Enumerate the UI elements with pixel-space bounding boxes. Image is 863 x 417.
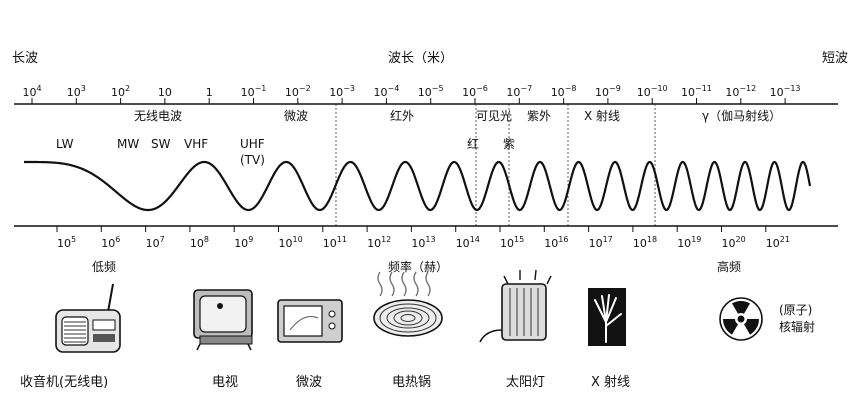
visible-red: 红 bbox=[467, 136, 479, 151]
frequency-tick-label: 1013 bbox=[411, 235, 435, 250]
wavelength-tick-label: 102 bbox=[111, 84, 130, 99]
wavelength-tick-label: 104 bbox=[22, 84, 41, 99]
band-ultraviolet: 紫外 bbox=[527, 109, 551, 123]
frequency-tick-label: 107 bbox=[146, 235, 165, 250]
wavelength-tick-label: 10−1 bbox=[241, 84, 267, 99]
wavelength-tick-label: 10−3 bbox=[329, 84, 355, 99]
wavelength-tick-label: 10−4 bbox=[374, 84, 400, 99]
low-frequency-label: 低频 bbox=[92, 260, 116, 274]
frequency-tick-label: 105 bbox=[57, 235, 76, 250]
frequency-tick-label: 1018 bbox=[633, 235, 657, 250]
frequency-axis-title: 频率（赫） bbox=[388, 259, 448, 274]
wavelength-tick-label: 103 bbox=[67, 84, 86, 99]
band-infrared: 红外 bbox=[390, 108, 414, 123]
microwave-caption: 微波 bbox=[296, 375, 322, 390]
high-frequency-label: 高频 bbox=[717, 259, 741, 274]
visible-violet: 紫 bbox=[503, 137, 515, 151]
radio-mw: MW bbox=[117, 137, 139, 151]
radio-tv: (TV) bbox=[240, 153, 265, 167]
band-gamma: γ（伽马射线） bbox=[702, 108, 781, 123]
atom-label-line2: 核辐射 bbox=[779, 319, 815, 334]
frequency-tick-label: 108 bbox=[190, 235, 209, 250]
frequency-tick-label: 1014 bbox=[456, 235, 480, 250]
wavelength-tick-label: 10−9 bbox=[595, 84, 621, 99]
frequency-tick-label: 1012 bbox=[367, 235, 391, 250]
wavelength-tick-label: 10−10 bbox=[637, 84, 668, 99]
radio-lw: LW bbox=[56, 137, 74, 151]
frequency-tick-label: 1010 bbox=[279, 235, 303, 250]
wavelength-axis-title: 波长（米） bbox=[388, 51, 453, 66]
wavelength-tick-label: 1 bbox=[206, 86, 213, 99]
frequency-tick-label: 1019 bbox=[677, 235, 701, 250]
band-radio: 无线电波 bbox=[134, 109, 182, 123]
stove-caption: 电热锅 bbox=[392, 374, 431, 390]
frequency-tick-label: 1015 bbox=[500, 235, 524, 250]
frequency-tick-label: 1017 bbox=[589, 235, 613, 250]
band-xray: X 射线 bbox=[584, 108, 620, 123]
radio-uhf: UHF bbox=[240, 137, 265, 151]
wavelength-tick-label: 10−12 bbox=[725, 84, 756, 99]
frequency-ticks: 105 106 107 108 109 1010 1011 1012 1013 1014 1015 1… bbox=[56, 226, 790, 250]
band-visible: 可见光 bbox=[476, 109, 512, 123]
frequency-tick-label: 1020 bbox=[722, 235, 746, 250]
wavelength-tick-label: 10−7 bbox=[506, 84, 532, 99]
wavelength-tick-label: 10−13 bbox=[770, 84, 801, 99]
xray-hand-icon bbox=[588, 288, 626, 346]
radio-icon bbox=[55, 283, 121, 353]
band-microwave: 微波 bbox=[284, 109, 308, 123]
frequency-tick-label: 1016 bbox=[544, 235, 568, 250]
wavelength-tick-label: 10−6 bbox=[462, 84, 488, 99]
xray-caption: X 射线 bbox=[591, 374, 630, 390]
electromagnetic-wave bbox=[24, 160, 812, 212]
radio-vhf: VHF bbox=[184, 137, 208, 151]
radio-sw: SW bbox=[151, 137, 171, 151]
radio-caption: 收音机(无线电) bbox=[20, 374, 108, 390]
wavelength-tick-label: 10−2 bbox=[285, 84, 311, 99]
tv-icon bbox=[193, 289, 253, 351]
frequency-tick-label: 109 bbox=[234, 235, 253, 250]
atom-label-line1: (原子) bbox=[779, 303, 812, 317]
radiation-symbol-icon bbox=[719, 297, 763, 341]
wavelength-tick-label: 10−8 bbox=[551, 84, 577, 99]
tv-caption: 电视 bbox=[212, 375, 238, 390]
sun-lamp-caption: 太阳灯 bbox=[506, 375, 545, 390]
wavelength-tick-label: 10−11 bbox=[681, 84, 712, 99]
microwave-oven-icon bbox=[277, 299, 343, 343]
wavelength-tick-label: 10 bbox=[158, 86, 172, 99]
band-separators bbox=[335, 104, 656, 226]
wavelength-tick-label: 10−5 bbox=[418, 84, 444, 99]
sun-lamp-icon bbox=[479, 269, 552, 343]
long-wave-label: 长波 bbox=[12, 51, 38, 66]
frequency-tick-label: 1021 bbox=[766, 235, 790, 250]
short-wave-label: 短波 bbox=[822, 51, 848, 66]
frequency-tick-label: 1011 bbox=[323, 235, 347, 250]
frequency-tick-label: 106 bbox=[101, 235, 120, 250]
electric-stove-icon bbox=[373, 271, 443, 337]
